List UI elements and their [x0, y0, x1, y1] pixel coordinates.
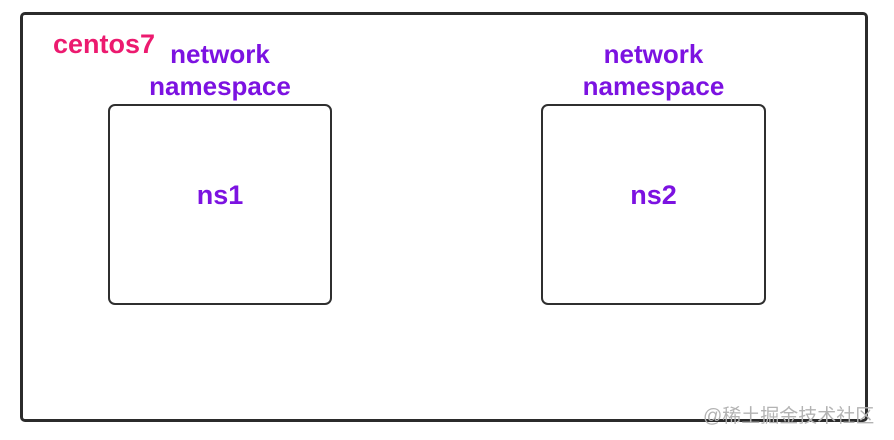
watermark: @稀土掘金技术社区 [703, 406, 875, 427]
namespace-box-ns2: ns2 [541, 104, 766, 305]
host-label: centos7 [53, 29, 156, 59]
namespace-group-ns1: network namespace ns1 [108, 38, 332, 305]
namespace-name-ns1: ns1 [196, 180, 244, 210]
namespace-name-ns2: ns2 [630, 180, 677, 210]
namespace-box-ns1: ns1 [108, 104, 332, 305]
namespace-group-ns2: network namespace ns2 [541, 38, 766, 305]
namespace-title-ns2: network namespace [582, 39, 725, 101]
namespace-title-ns1: network namespace [149, 39, 291, 101]
